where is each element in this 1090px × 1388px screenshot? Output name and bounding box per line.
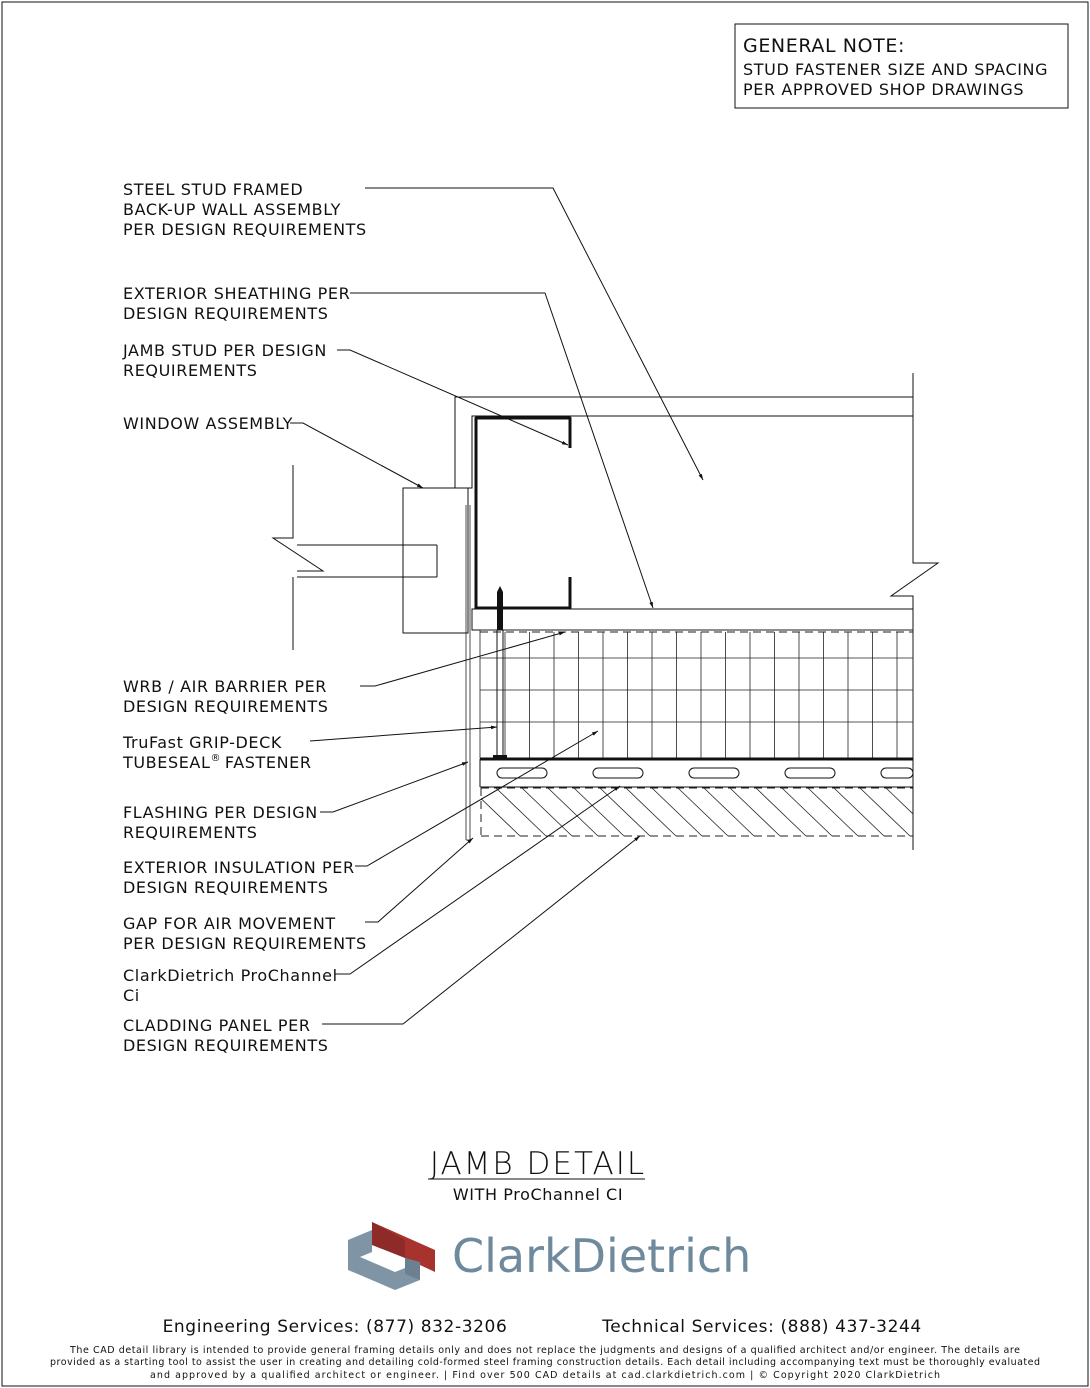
callout-exterior-insulation: EXTERIOR INSULATION PER (123, 858, 355, 877)
general-note-title: GENERAL NOTE: (743, 35, 905, 57)
prochannel-slot (496, 767, 548, 779)
disclaimer-line: and approved by a qualified architect or… (150, 1370, 940, 1381)
cladding-hatch-line (911, 787, 913, 790)
cladding-hatch-line (481, 798, 521, 837)
callout-steel-stud-wall: STEEL STUD FRAMED (123, 180, 303, 199)
cladding-hatch-line (703, 787, 755, 837)
cladding-hatch-line (729, 787, 781, 837)
callout-prochannel: ClarkDietrich ProChannel (123, 966, 338, 985)
cladding-hatch-line (599, 787, 651, 837)
callout-prochannel: Ci (123, 986, 140, 1005)
detail-subtitle: WITH ProChannel CI (453, 1185, 623, 1204)
callout-steel-stud-wall: PER DESIGN REQUIREMENTS (123, 220, 367, 239)
cladding-hatch-line (495, 787, 547, 837)
prochannel-slot (688, 767, 740, 779)
trufast-fastener (493, 586, 507, 759)
general-note-line: STUD FASTENER SIZE AND SPACING (743, 60, 1048, 79)
prochannel-slot (784, 767, 836, 779)
cladding-hatch-line (521, 787, 573, 837)
callout-exterior-sheathing: DESIGN REQUIREMENTS (123, 304, 328, 323)
general-note-line: PER APPROVED SHOP DRAWINGS (743, 80, 1024, 99)
cladding-hatch-line (625, 787, 677, 837)
callout-window-assembly: WINDOW ASSEMBLY (123, 414, 293, 433)
callout-trufast: TUBESEAL® FASTENER (122, 753, 312, 772)
callout-jamb-stud: REQUIREMENTS (123, 361, 258, 380)
callout-wrb: DESIGN REQUIREMENTS (123, 697, 328, 716)
leader-lines (290, 187, 704, 1025)
cladding-hatch-line (781, 787, 833, 837)
callout-steel-stud-wall: BACK-UP WALL ASSEMBLY (123, 200, 341, 219)
cladding-hatch-line (859, 787, 911, 837)
cladding-hatch-line (547, 787, 599, 837)
engineering-services: Engineering Services: (877) 832-3206 (163, 1317, 508, 1337)
disclaimer-line: provided as a starting tool to assist th… (50, 1357, 1040, 1368)
detail-title: JAMB DETAIL (430, 1146, 646, 1182)
cladding-hatch-line (938, 788, 988, 836)
callout-wrb: WRB / AIR BARRIER PER (123, 677, 327, 696)
window-assembly (271, 465, 469, 650)
callout-exterior-insulation: DESIGN REQUIREMENTS (123, 878, 328, 897)
callout-cladding: CLADDING PANEL PER (123, 1016, 311, 1035)
cladding-hatch-line (885, 787, 913, 815)
callout-flashing: FLASHING PER DESIGN (123, 803, 318, 822)
jamb-stud (474, 416, 572, 610)
cladding-hatch-line (833, 787, 885, 837)
callout-air-gap: PER DESIGN REQUIREMENTS (123, 934, 367, 953)
callout-cladding: DESIGN REQUIREMENTS (123, 1036, 328, 1055)
exterior-insulation (479, 629, 914, 759)
general-note: GENERAL NOTE: STUD FASTENER SIZE AND SPA… (734, 23, 1069, 109)
exterior-sheathing (454, 396, 914, 631)
prochannel-slot (880, 767, 914, 779)
callout-exterior-sheathing: EXTERIOR SHEATHING PER (123, 284, 350, 303)
prochannel-ci (479, 757, 914, 788)
callout-air-gap: GAP FOR AIR MOVEMENT (123, 914, 336, 933)
cladding-hatch-line (807, 787, 859, 837)
clarkdietrich-logo: ClarkDietrich (348, 1222, 751, 1290)
callouts: STEEL STUD FRAMED BACK-UP WALL ASSEMBLY … (122, 180, 367, 1055)
cladding-hatch-line (651, 787, 703, 837)
prochannel-slot (592, 767, 644, 779)
logo-wordmark: ClarkDietrich (452, 1229, 751, 1283)
callout-flashing: REQUIREMENTS (123, 823, 258, 842)
cladding-hatch-line (677, 787, 729, 837)
callout-trufast: TruFast GRIP-DECK (122, 733, 282, 752)
cladding-hatch-line (573, 787, 625, 837)
callout-jamb-stud: JAMB STUD PER DESIGN (122, 341, 327, 360)
cladding-panel (480, 787, 988, 837)
disclaimer-line: The CAD detail library is intended to pr… (69, 1345, 1020, 1356)
cladding-hatch-line (755, 787, 807, 837)
technical-services: Technical Services: (888) 437-3244 (601, 1317, 922, 1337)
